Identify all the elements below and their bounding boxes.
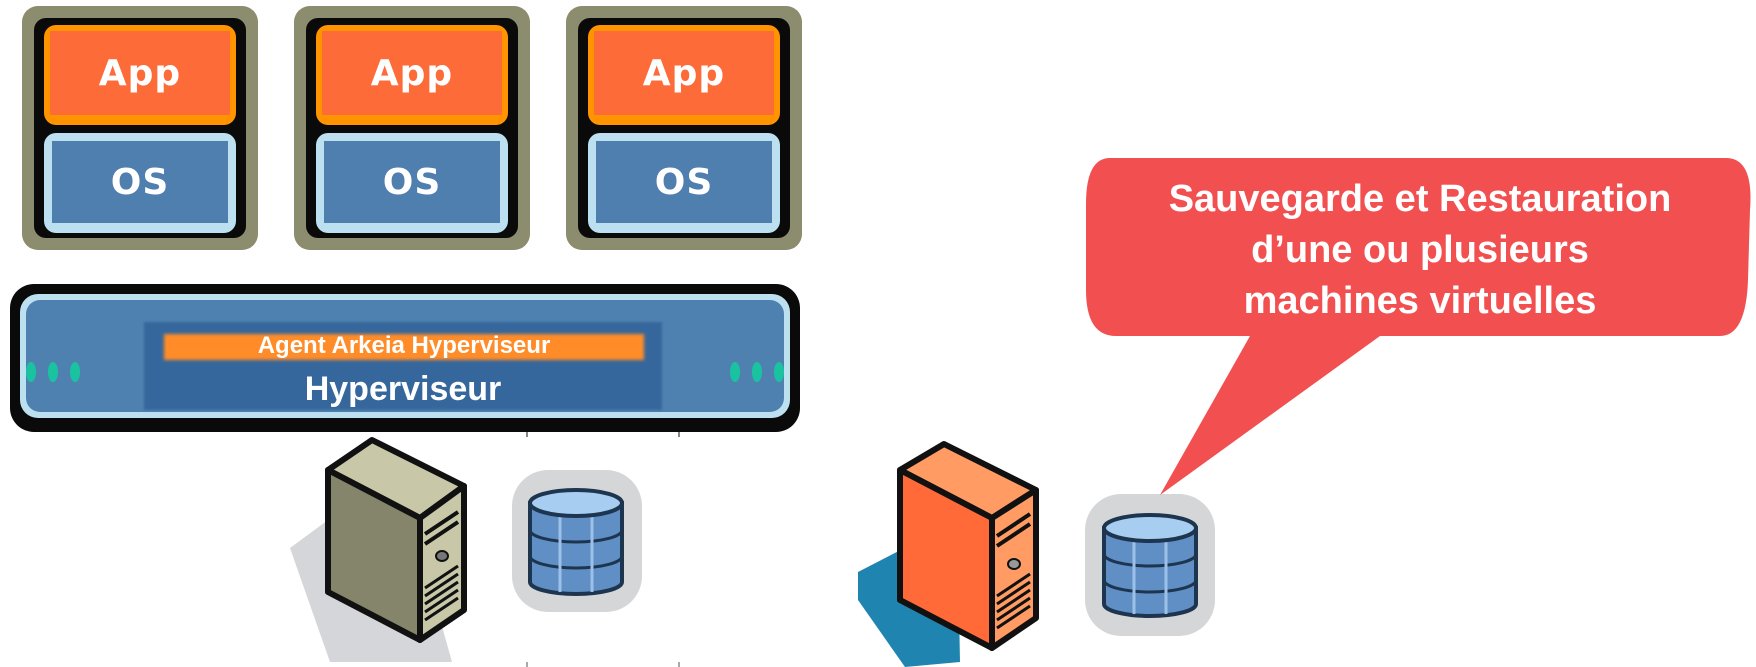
os-label: OS	[382, 161, 442, 203]
os-layer: OS	[588, 133, 780, 233]
callout-line: Sauvegarde et Restauration	[1168, 178, 1672, 220]
app-label: App	[98, 52, 182, 94]
os-layer: OS	[316, 133, 508, 233]
os-label: OS	[654, 161, 714, 203]
backup-server-tower-icon	[858, 441, 1039, 667]
speech-bubble	[1086, 158, 1751, 495]
hypervisor-label: Hyperviseur	[304, 370, 502, 408]
vm-1: App OS	[22, 6, 258, 250]
agent-label: Agent Arkeia Hyperviseur	[257, 332, 551, 359]
app-layer: App	[316, 25, 508, 125]
database-icon	[512, 470, 642, 612]
vm-2: App OS	[294, 6, 530, 250]
vm-3: App OS	[566, 6, 802, 250]
callout-line: d’une ou plusieurs	[1251, 229, 1589, 271]
callout-line: machines virtuelles	[1243, 280, 1597, 322]
hypervisor-bar: Agent Arkeia Hyperviseur Hyperviseur	[10, 284, 800, 432]
os-layer: OS	[44, 133, 236, 233]
server-tower-icon	[290, 437, 467, 662]
status-dot	[48, 362, 58, 382]
os-label: OS	[110, 161, 170, 203]
callout-text: Sauvegarde et Restauration d’une ou plus…	[1090, 174, 1750, 327]
app-label: App	[370, 52, 454, 94]
status-dot	[752, 362, 762, 382]
app-label: App	[642, 52, 726, 94]
app-layer: App	[588, 25, 780, 125]
agent-bar	[164, 334, 644, 360]
backup-database-icon	[1085, 494, 1215, 636]
app-layer: App	[44, 25, 236, 125]
status-dot	[70, 362, 80, 382]
status-dot	[774, 362, 784, 382]
status-dot	[730, 362, 740, 382]
status-dot	[26, 362, 36, 382]
